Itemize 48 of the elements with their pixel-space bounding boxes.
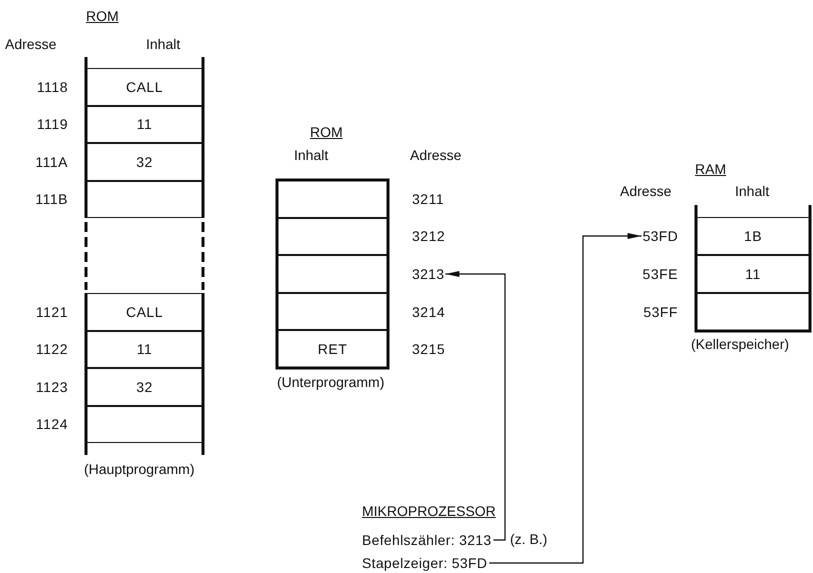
- memory-cell: 32: [86, 368, 203, 406]
- memory-cell: [277, 292, 388, 330]
- address-label: 1119: [36, 116, 68, 132]
- address-label: 3212: [412, 228, 446, 244]
- register-text: Stapelzeiger: 53FD: [362, 554, 488, 572]
- memory-cell: 11: [696, 255, 810, 293]
- memory-cell: 11: [86, 330, 203, 368]
- address-label: 1124: [36, 416, 68, 432]
- memory-title: ROM: [310, 124, 343, 140]
- address-label: 111A: [35, 154, 68, 170]
- note-text: (z. B.): [510, 531, 548, 547]
- address-label: 3211: [412, 190, 444, 207]
- memory-cell: [86, 180, 203, 218]
- register-text: Befehlszähler: 3213: [362, 531, 492, 549]
- memory-cell: CALL: [86, 68, 203, 106]
- memory-cell: [86, 406, 203, 443]
- processor-title: MIKROPROZESSOR: [362, 503, 496, 519]
- memory-cell: [277, 255, 388, 293]
- memory-title: RAM: [695, 161, 726, 177]
- column-header: Adresse: [620, 183, 672, 199]
- address-label: 1122: [36, 341, 68, 358]
- connector-arrow: [445, 270, 506, 541]
- column-header: Adresse: [410, 147, 462, 163]
- address-label: 53FF: [643, 304, 678, 320]
- address-label: 53FE: [642, 266, 678, 282]
- connector-arrow: [489, 233, 642, 564]
- memory-cell: CALL: [86, 293, 203, 330]
- address-label: 53FD: [642, 217, 678, 255]
- memory-cell: 32: [86, 143, 203, 180]
- memory-cell: RET: [277, 330, 388, 368]
- address-label: 3215: [412, 341, 446, 358]
- memory-caption: (Hauptprogramm): [84, 461, 194, 477]
- memory-caption: (Kellerspeicher): [691, 336, 790, 352]
- column-header: Inhalt: [294, 147, 328, 163]
- memory-cell: 1B: [696, 217, 810, 255]
- address-label: 1123: [36, 378, 68, 395]
- memory-cell: [277, 218, 388, 256]
- memory-cell: 11: [86, 106, 203, 143]
- address-label: 1121: [36, 304, 68, 320]
- memory-caption: (Unterprogramm): [277, 374, 384, 390]
- column-header: Adresse: [5, 36, 56, 52]
- address-label: 1118: [36, 78, 68, 95]
- address-label: 111B: [35, 191, 68, 208]
- column-header: Inhalt: [146, 36, 180, 52]
- address-label: 3213: [412, 255, 444, 293]
- memory-title: ROM: [86, 8, 119, 24]
- address-label: 3214: [412, 304, 446, 320]
- column-header: Inhalt: [735, 183, 770, 199]
